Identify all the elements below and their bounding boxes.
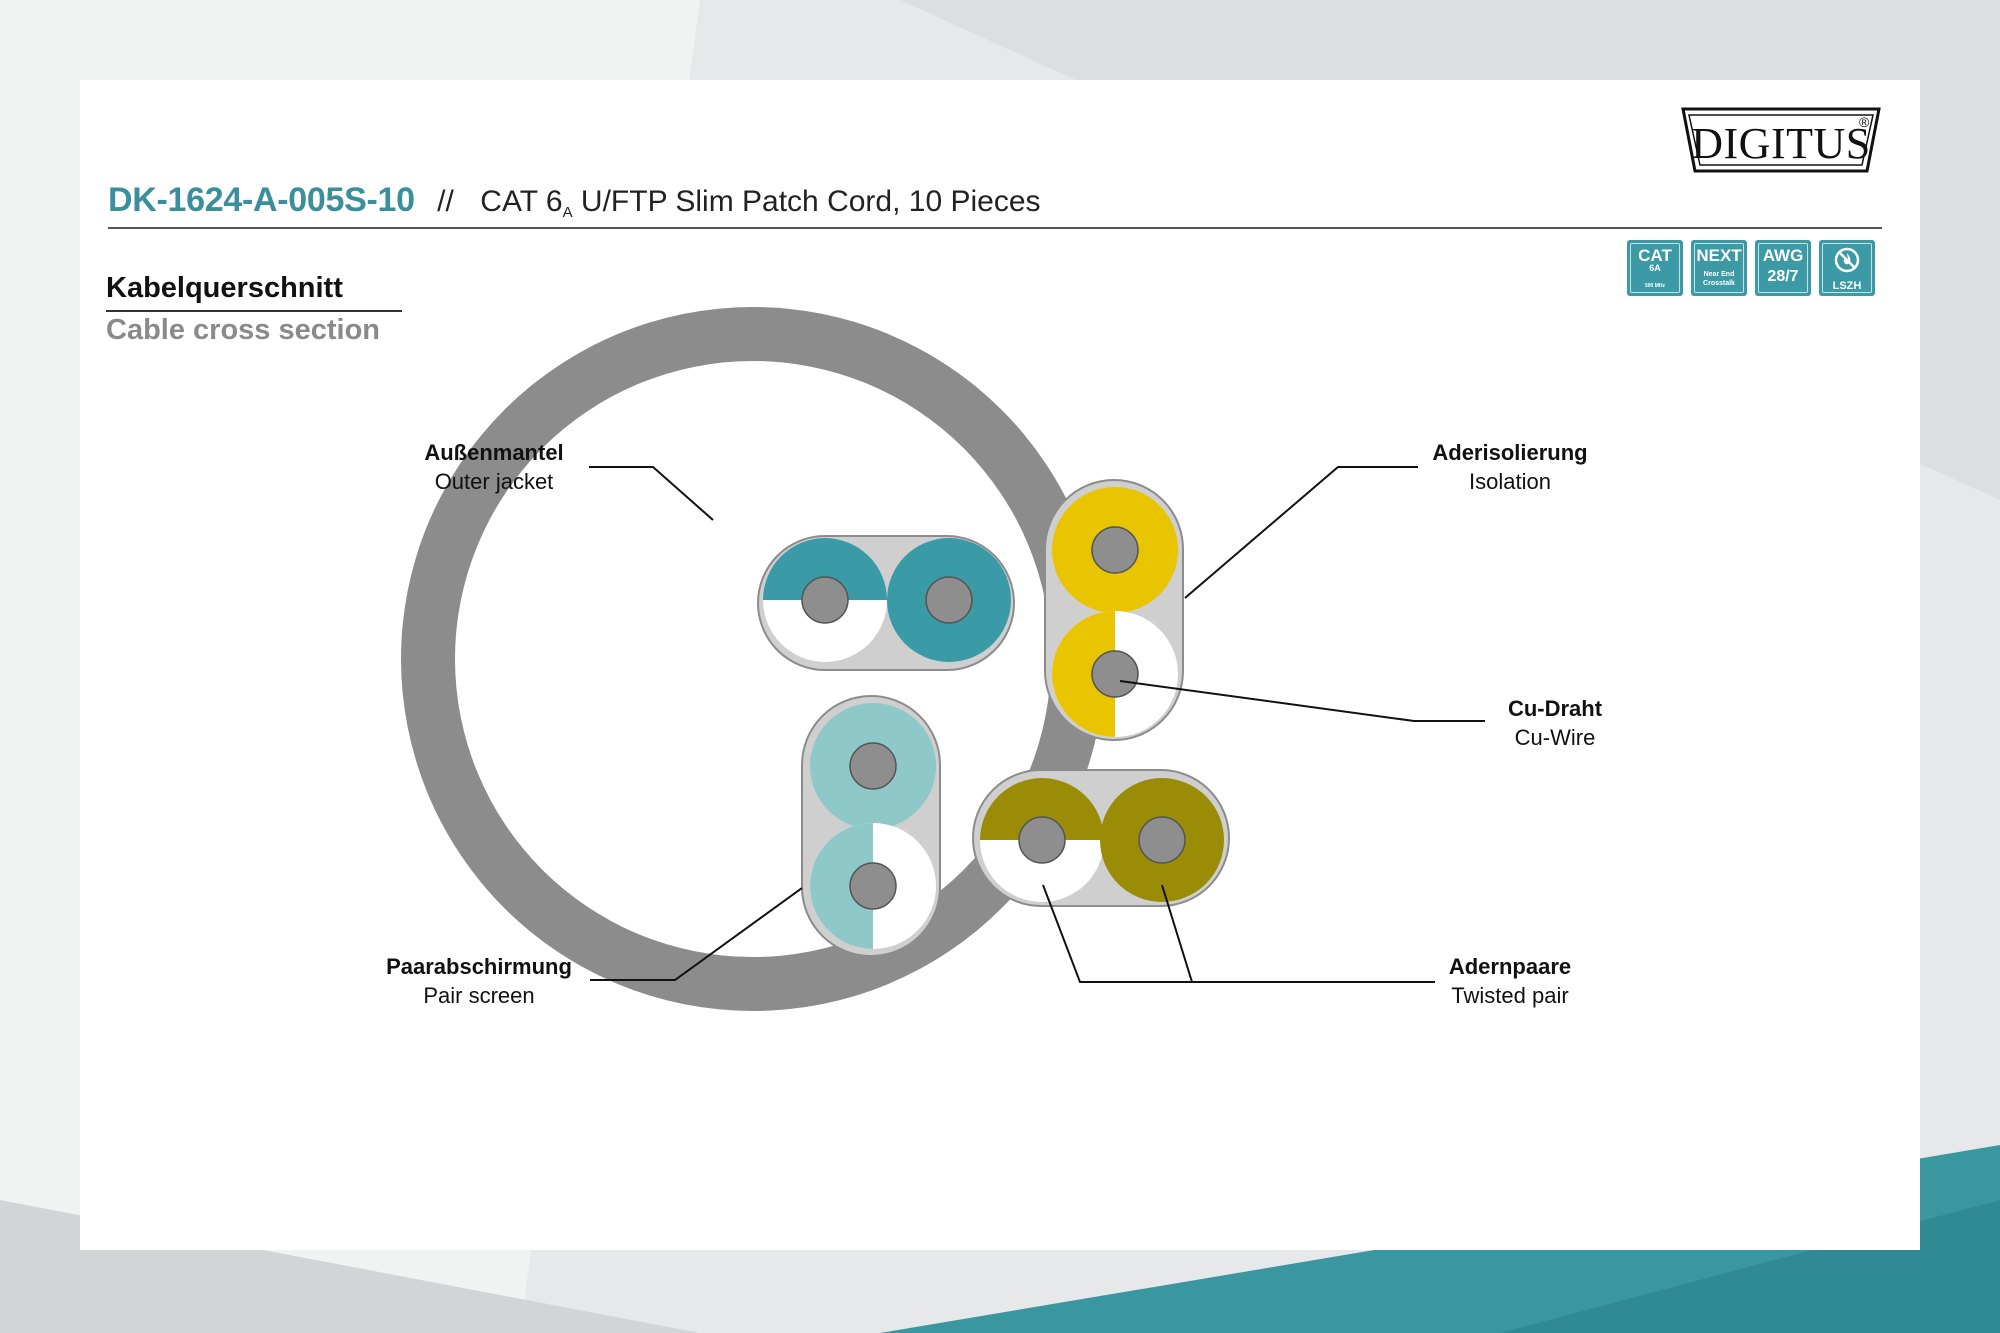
- callout-outer-jacket-en: Outer jacket: [434, 469, 554, 494]
- callout-pair-screen: Paarabschirmung Pair screen: [374, 952, 584, 1010]
- product-description: U/FTP Slim Patch Cord, 10 Pieces: [572, 185, 1041, 218]
- cat6a-badge: CAT 6A 500 MHz: [1627, 240, 1683, 296]
- cu-wire: [1138, 816, 1186, 864]
- lszh-badge-label: LSZH: [1832, 280, 1862, 292]
- cat6a-badge-category: 6A: [1649, 263, 1661, 273]
- callout-pair-screen-de: Paarabschirmung: [386, 954, 572, 979]
- title-separator: //: [437, 185, 454, 218]
- callout-cu-wire-en: Cu-Wire: [1514, 725, 1596, 750]
- logo-text: DIGITUS: [1691, 119, 1871, 168]
- callout-outer-jacket-de: Außenmantel: [424, 440, 564, 465]
- flame-free-icon: [1834, 247, 1860, 273]
- twisted-pair-olive: [972, 769, 1230, 907]
- next-badge: NEXT Near End Crosstalk: [1691, 240, 1747, 296]
- leader-isolation: [1184, 466, 1418, 599]
- cu-wire: [801, 576, 849, 624]
- next-badge-line1: Near End: [1703, 271, 1735, 278]
- leader-cu-wire: [1119, 680, 1485, 722]
- next-badge-title: NEXT: [1696, 246, 1742, 265]
- product-code: DK-1624-A-005S-10: [108, 181, 415, 219]
- product-title-row: DK-1624-A-005S-10 // CAT 6A U/FTP Slim P…: [108, 181, 1041, 221]
- cu-wire: [849, 862, 897, 910]
- product-description-prefix: CAT 6: [480, 185, 563, 218]
- callout-pair-screen-en: Pair screen: [423, 983, 535, 1008]
- cu-wire: [1091, 650, 1139, 698]
- isolation-olive-white: [980, 778, 1104, 840]
- callout-twisted-pair-de: Adernpaare: [1448, 954, 1572, 979]
- cat6a-badge-frequency: 500 MHz: [1644, 283, 1665, 289]
- callout-isolation-de: Aderisolierung: [1432, 440, 1588, 465]
- section-title-divider: [106, 310, 402, 312]
- cable-cross-section-diagram: [401, 307, 1485, 1011]
- callout-isolation: Aderisolierung Isolation: [1410, 438, 1610, 496]
- isolation-blue-white: [763, 538, 887, 600]
- callout-cu-wire: Cu-Draht Cu-Wire: [1490, 694, 1620, 752]
- next-badge-line2: Crosstalk: [1703, 280, 1735, 287]
- twisted-pair-blue: [757, 535, 1015, 671]
- cu-wire: [1091, 526, 1139, 574]
- isolation-light-teal-white: [810, 823, 873, 949]
- callout-twisted-pair-en: Twisted pair: [1451, 983, 1569, 1008]
- leader-twisted-pair-2: [1042, 884, 1192, 983]
- digitus-logo: [1681, 107, 1881, 173]
- cu-wire: [925, 576, 973, 624]
- cu-wire: [1018, 816, 1066, 864]
- content-card: DIGITUS ® DK-1624-A-005S-10 // CAT 6A U/…: [80, 80, 1920, 1250]
- leader-pair-screen: [590, 887, 803, 981]
- twisted-pair-yellow: [1044, 479, 1184, 741]
- section-title-english: Cable cross section: [106, 314, 380, 346]
- product-description-subscript: A: [562, 204, 573, 221]
- lszh-badge: LSZH: [1819, 240, 1875, 296]
- awg-badge-value: 28/7: [1767, 268, 1799, 285]
- registered-mark: ®: [1859, 114, 1870, 130]
- section-title-german: Kabelquerschnitt: [106, 272, 343, 304]
- awg-badge-title: AWG: [1762, 246, 1804, 265]
- title-divider: [108, 227, 1882, 229]
- callout-outer-jacket: Außenmantel Outer jacket: [404, 438, 584, 496]
- callout-cu-wire-de: Cu-Draht: [1507, 696, 1603, 721]
- callout-isolation-en: Isolation: [1469, 469, 1551, 494]
- twisted-pair-light-teal: [801, 695, 941, 957]
- cu-wire: [849, 742, 897, 790]
- awg-badge: AWG 28/7: [1755, 240, 1811, 296]
- callout-twisted-pair: Adernpaare Twisted pair: [1410, 952, 1610, 1010]
- isolation-yellow-white: [1052, 611, 1115, 737]
- leader-twisted-pair: [1161, 884, 1435, 983]
- leader-outer-jacket: [589, 466, 714, 521]
- cat6a-badge-title: CAT: [1638, 246, 1672, 265]
